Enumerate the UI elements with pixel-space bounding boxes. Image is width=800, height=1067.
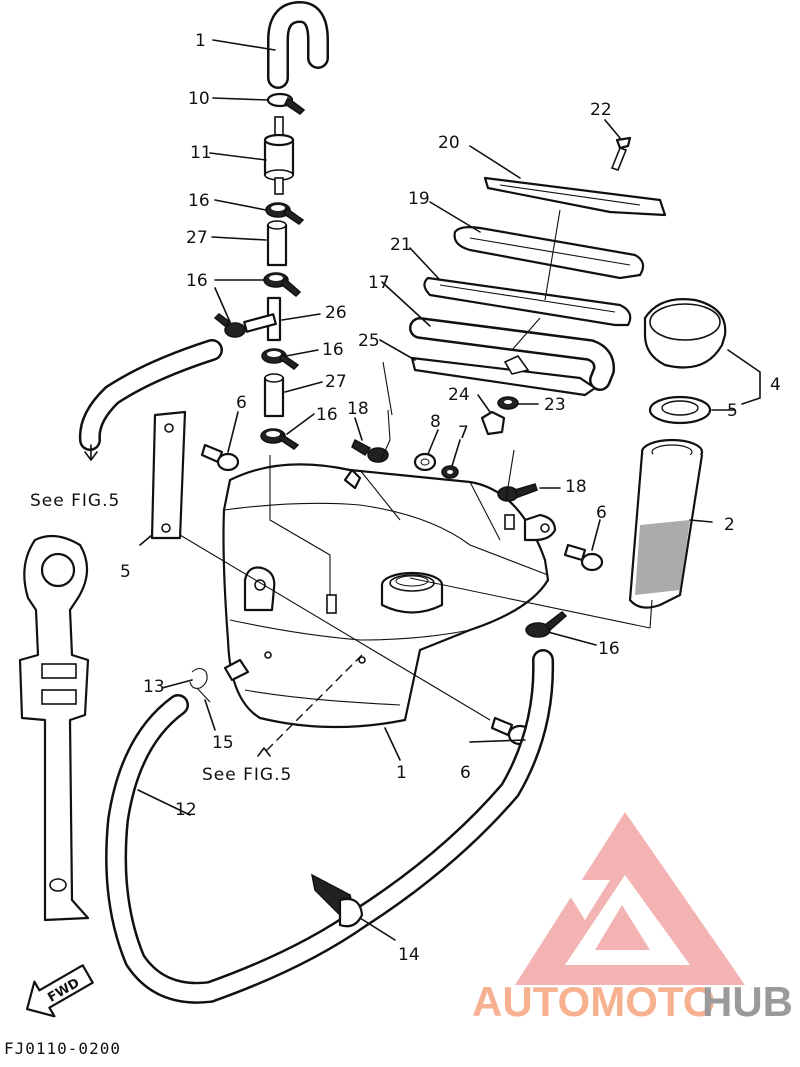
bracket-5 (150, 410, 187, 540)
gasket-19 (453, 226, 645, 280)
label-13: 13 (143, 677, 165, 697)
clamp-10 (266, 92, 306, 115)
figure-code: FJ0110-0200 (4, 1039, 121, 1058)
hose-9 (267, 1, 329, 89)
plate-20 (483, 176, 667, 217)
label-24: 24 (448, 385, 470, 405)
label-16-c: 16 (322, 340, 344, 360)
gasket-21 (423, 276, 632, 327)
gauge-25 (410, 354, 597, 397)
label-2: 2 (724, 515, 735, 535)
label-19: 19 (408, 189, 430, 209)
watermark-logo (515, 812, 745, 985)
label-27-b: 27 (325, 372, 347, 392)
label-8: 8 (430, 412, 441, 432)
leader-lines (137, 39, 761, 941)
label-9: 1 (195, 31, 206, 51)
cap-3 (643, 298, 727, 369)
clamp-18-a (351, 438, 389, 463)
filter-2 (628, 438, 704, 609)
label-22: 22 (590, 100, 612, 120)
clamp-16-c (213, 313, 246, 338)
clamp-18-b (497, 483, 538, 502)
pipe-27-a (266, 220, 288, 267)
label-20: 20 (438, 133, 460, 153)
label-7: 7 (458, 423, 469, 443)
note-see-fig5-upper: See FIG.5 (30, 491, 120, 511)
label-18-b: 18 (565, 477, 587, 497)
label-23: 23 (544, 395, 566, 415)
label-6-c: 6 (460, 763, 471, 783)
label-26: 26 (325, 303, 347, 323)
t-joint-26 (243, 296, 282, 342)
label-12: 12 (175, 800, 197, 820)
nut-24 (480, 410, 506, 436)
washer-7 (441, 465, 459, 479)
label-18-a: 18 (347, 399, 369, 419)
label-5: 5 (120, 562, 131, 582)
clip-15 (189, 667, 211, 703)
bolt-6-a (200, 443, 240, 472)
label-6-a: 6 (236, 393, 247, 413)
clamp-16-d (261, 348, 300, 370)
pipe-17 (409, 317, 616, 391)
label-25: 25 (358, 331, 380, 351)
tank-outlets (223, 468, 515, 682)
clamp-16-f (525, 611, 568, 638)
fuel-filter-11 (263, 116, 295, 195)
part-number-labels: 1 10 11 16 27 16 26 16 27 16 6 18 8 7 18… (120, 31, 781, 965)
label-4: 5 (727, 401, 738, 421)
pipe-27-b (263, 373, 285, 418)
nut-8 (413, 452, 437, 472)
label-1: 1 (396, 763, 407, 783)
tank-lug-right (523, 513, 557, 542)
label-16-a: 16 (188, 191, 210, 211)
label-3: 4 (770, 375, 781, 395)
label-21: 21 (390, 235, 412, 255)
label-16-e: 16 (598, 639, 620, 659)
clamp-16-e (260, 428, 300, 450)
stay-13 (18, 534, 90, 922)
fwd-arrow-icon: FWD (25, 964, 94, 1018)
clamp-16-b (263, 272, 302, 298)
label-16-b: 16 (186, 271, 208, 291)
band-14 (310, 873, 364, 928)
note-see-fig5-lower: See FIG.5 (202, 765, 292, 785)
label-27-a: 27 (186, 228, 208, 248)
watermark-text-part1: AUTOMOTO (472, 978, 715, 1025)
tank-filler-neck (380, 571, 444, 614)
label-15: 15 (212, 733, 234, 753)
gasket-4 (648, 395, 712, 425)
label-16-d: 16 (316, 405, 338, 425)
label-14: 14 (398, 945, 420, 965)
hose-to-fig5-left (78, 339, 223, 461)
assembly-lines (179, 209, 653, 757)
washer-23 (497, 396, 519, 410)
label-10: 10 (188, 89, 210, 109)
hose-12 (105, 649, 555, 1004)
label-17: 17 (368, 273, 390, 293)
watermark-text-part2: HUB (702, 978, 793, 1025)
label-11: 11 (190, 143, 212, 163)
clamp-16-a (265, 202, 305, 225)
label-6-b: 6 (596, 503, 607, 523)
bolt-6-b (563, 543, 604, 572)
screw-22 (610, 136, 632, 171)
